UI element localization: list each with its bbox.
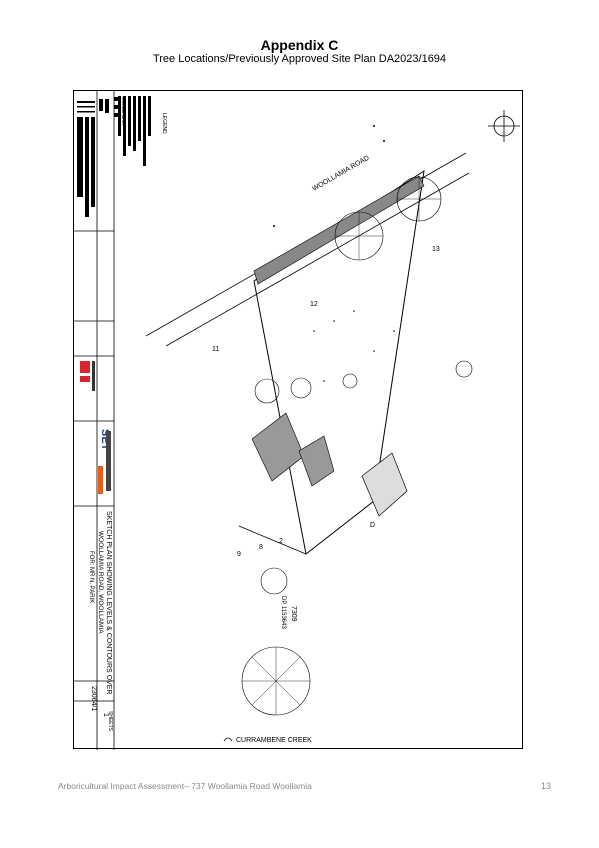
scale-bar bbox=[114, 97, 119, 117]
lot-number: 2 bbox=[279, 538, 283, 545]
title-block-notes bbox=[77, 96, 151, 217]
sheet-label: SHEETS bbox=[107, 711, 113, 732]
lot-number: 7309 bbox=[290, 606, 297, 622]
building-proposed bbox=[361, 452, 408, 517]
footer-page-number: 13 bbox=[540, 781, 551, 791]
road-label: WOOLLAMIA ROAD bbox=[312, 155, 371, 193]
drawing-number: 23064/1 bbox=[90, 686, 97, 711]
lot-number: 8 bbox=[259, 544, 263, 551]
lot-number: 12 bbox=[310, 301, 318, 308]
north-arrow-icon bbox=[488, 110, 520, 142]
drawing-for: FOR: MR N. PARIK bbox=[88, 551, 94, 603]
drawing-title: SKETCH PLAN SHOWING LEVELS & CONTOURS OV… bbox=[105, 511, 112, 694]
lot-number: 11 bbox=[212, 346, 219, 353]
tree-spokes bbox=[242, 177, 441, 715]
title-block bbox=[74, 91, 115, 750]
legend-label: LEGEND bbox=[161, 113, 167, 134]
lot-number: DP 1153643 bbox=[280, 596, 286, 629]
sheet-number: 1 bbox=[102, 713, 109, 717]
lot-number: 9 bbox=[237, 551, 241, 558]
company-details bbox=[106, 431, 111, 491]
lot-number: D bbox=[370, 522, 375, 529]
lot-number: 13 bbox=[432, 246, 440, 253]
drawing-address: WOOLLAMIA ROAD, WOOLLAMIA bbox=[97, 531, 104, 634]
site-plan-sheet: LEGEND SCALE BAR SET SKETCH PLAN SHOWING… bbox=[73, 90, 523, 750]
building-existing bbox=[251, 412, 335, 487]
scale-bar-label: SCALE BAR bbox=[120, 97, 126, 125]
creek-label: CURRAMBENE CREEK bbox=[236, 737, 312, 744]
company-logo-red bbox=[80, 361, 95, 391]
hatched-verge bbox=[253, 175, 425, 285]
footer-document-title: Arboricultural Impact Assessment– 737 Wo… bbox=[58, 781, 312, 791]
creek-symbol bbox=[223, 737, 233, 742]
site-plan-drawing: LEGEND SCALE BAR SET SKETCH PLAN SHOWING… bbox=[74, 91, 520, 750]
page-title: Appendix C bbox=[260, 37, 339, 53]
contour-dots bbox=[273, 125, 395, 382]
page-subtitle: Tree Locations/Previously Approved Site … bbox=[152, 53, 447, 65]
